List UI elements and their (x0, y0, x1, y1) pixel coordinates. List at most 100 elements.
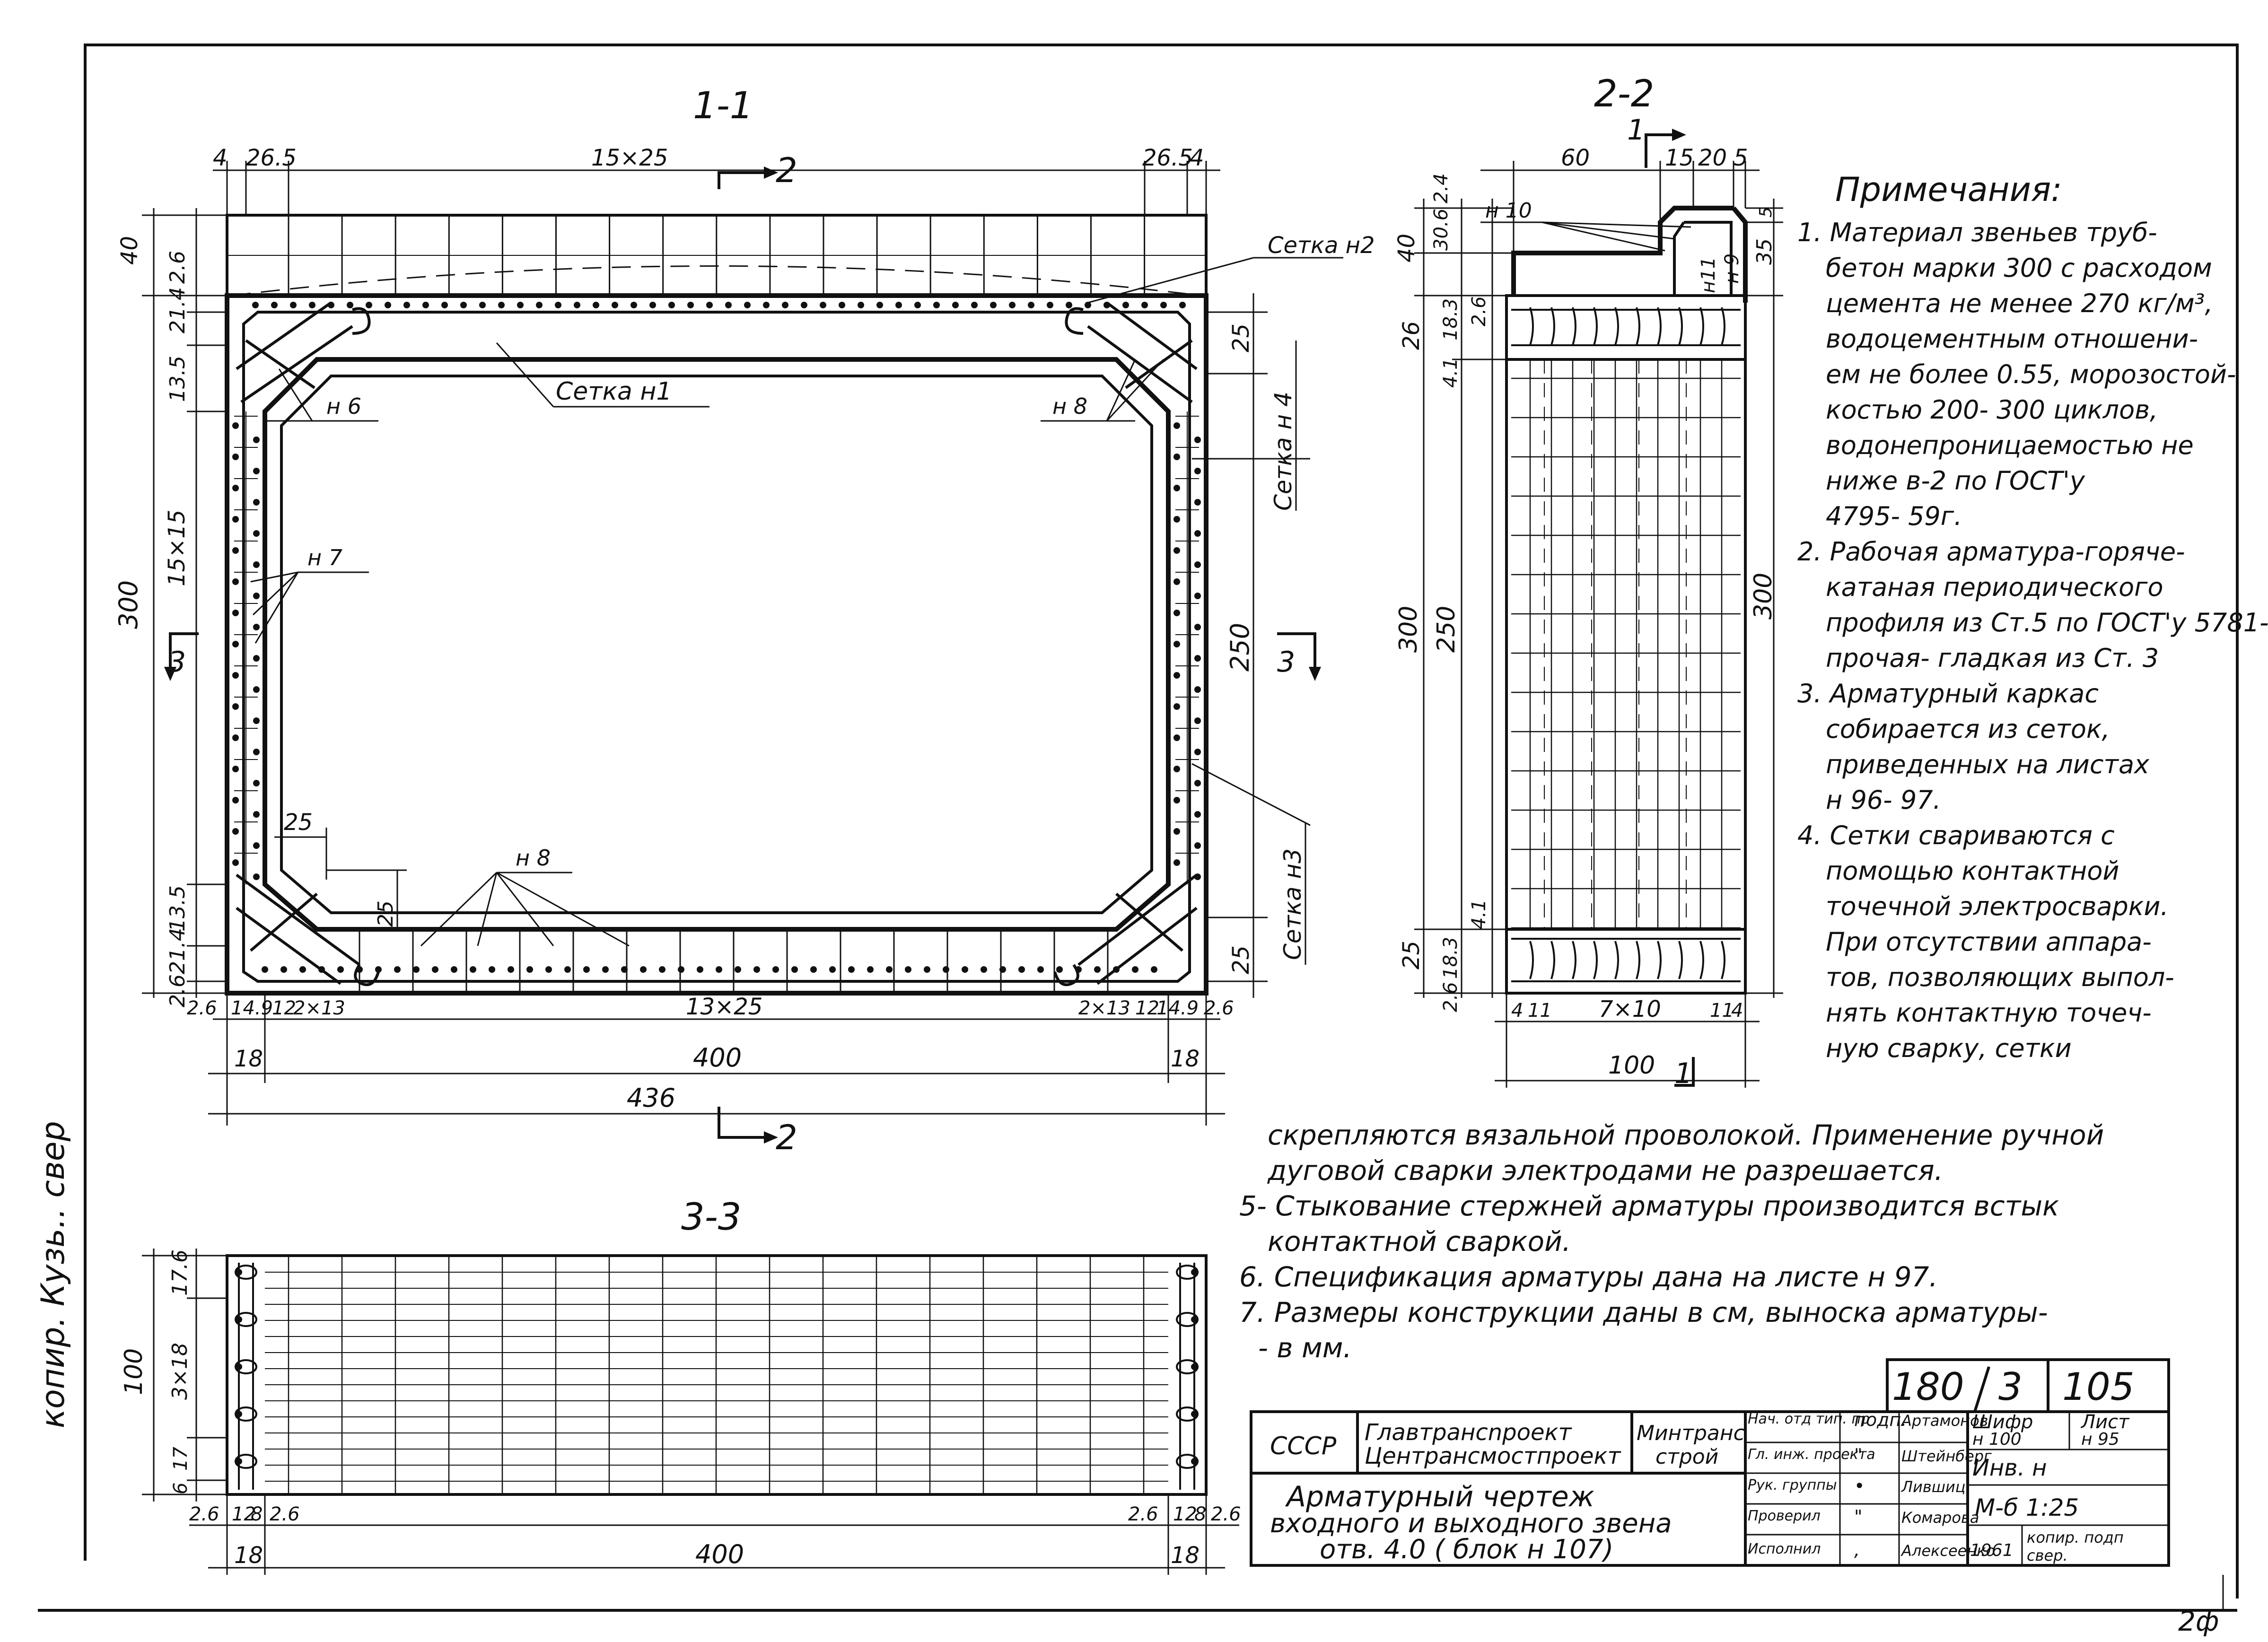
svg-text:копир. подп: копир. подп (2027, 1528, 2124, 1546)
svg-text:15×15: 15×15 (164, 510, 190, 586)
notes-heading: Примечания: (1835, 170, 2062, 209)
svg-text:300: 300 (114, 580, 143, 629)
svg-text:1: 1 (1674, 1057, 1692, 1090)
2-2-mesh (1511, 307, 1741, 982)
svg-text:300: 300 (1394, 606, 1423, 653)
stamp-name: Комарова (1901, 1509, 1979, 1527)
svg-text:18.3: 18.3 (1440, 937, 1462, 979)
svg-text:300: 300 (1749, 573, 1778, 620)
svg-text:2×13: 2×13 (1078, 997, 1130, 1019)
svg-text:М-б 1:25: М-б 1:25 (1975, 1494, 2079, 1521)
svg-text:Сетка н2: Сетка н2 (1268, 232, 1375, 259)
dims-bottom-1-1: 2.6 14.9 12 2×13 13×25 2×13 12 14.9 2.6 … (187, 993, 1234, 1126)
stamp-sign: подп. (1854, 1409, 1907, 1430)
section-3-3-title: 3-3 (681, 1196, 741, 1239)
note-line: катаная периодического (1826, 572, 2163, 602)
svg-text:отв. 4.0 ( блок н 107): отв. 4.0 ( блок н 107) (1320, 1534, 1613, 1565)
section-2-2-title: 2-2 (1594, 73, 1654, 115)
wall-meshes (232, 411, 1201, 884)
svg-text:15×25: 15×25 (591, 145, 668, 171)
haunch-dims: 25 25 (274, 809, 407, 929)
3-3-mesh (235, 1256, 1199, 1494)
stamp-name: Лившиц (1901, 1478, 1966, 1496)
stamp-name: Артамонов (1900, 1412, 1988, 1430)
svg-text:12: 12 (1173, 1503, 1197, 1525)
svg-text:25: 25 (1228, 945, 1254, 974)
svg-text:н 7: н 7 (307, 545, 342, 570)
stamp-sign: " (1854, 1506, 1862, 1527)
note-line: цемента не менее 270 кг/м³, (1826, 288, 2213, 318)
svg-text:Минтранс: Минтранс (1637, 1421, 1745, 1445)
svg-text:н 95: н 95 (2081, 1430, 2119, 1449)
svg-text:строй: строй (1655, 1445, 1718, 1469)
svg-text:13.5: 13.5 (166, 356, 190, 402)
svg-text:2.6: 2.6 (166, 974, 190, 1007)
svg-text:400: 400 (693, 1043, 742, 1073)
svg-text:13×25: 13×25 (686, 994, 762, 1020)
svg-text:1: 1 (1627, 114, 1645, 147)
svg-text:20: 20 (1698, 145, 1727, 171)
svg-text:11: 11 (1710, 1000, 1734, 1022)
top-slab-mesh (227, 215, 1206, 308)
svg-text:30.6: 30.6 (1430, 209, 1452, 251)
svg-text:8: 8 (1194, 1503, 1206, 1525)
svg-text:2.6: 2.6 (270, 1503, 300, 1525)
note-line: 4. Сетки свариваются с (1797, 821, 2115, 850)
stamp-role: Гл. инж. проекта (1748, 1446, 1875, 1463)
svg-text:Сетка н 4: Сетка н 4 (1270, 392, 1297, 511)
cut-2-bottom-marker (718, 1107, 764, 1139)
stamp-role: Исполнил (1748, 1541, 1821, 1557)
cut-2-top-marker (718, 171, 764, 189)
stamp-role: Проверил (1748, 1508, 1821, 1524)
svg-text:2.6: 2.6 (1468, 296, 1490, 326)
svg-text:26.5: 26.5 (1142, 145, 1193, 171)
svg-text:н 8: н 8 (516, 845, 551, 871)
notes-wide: скрепляются вязальной проволокой. Примен… (1239, 1119, 2104, 1364)
setka-2-arc (231, 265, 1202, 297)
svg-text:18: 18 (234, 1542, 263, 1569)
svg-text:14.9: 14.9 (1156, 997, 1199, 1019)
svg-text:3: 3 (168, 646, 186, 679)
stamp-role: Рук. группы (1748, 1477, 1837, 1494)
svg-text:свер.: свер. (2027, 1546, 2068, 1564)
notes-block: Примечания: 1. Материал звеньев труб-бет… (1239, 170, 2268, 1364)
svg-text:Главтрансnроект: Главтрансnроект (1365, 1419, 1573, 1446)
sheet-corner-mark: 2ф (2178, 1605, 2219, 1637)
svg-text:11: 11 (1528, 1000, 1552, 1022)
svg-text:100: 100 (1608, 1051, 1655, 1080)
svg-text:2.6: 2.6 (1440, 982, 1462, 1012)
svg-text:25: 25 (374, 900, 398, 927)
dims-top-1-1: 4 26.5 15×25 26.5 4 (213, 145, 1220, 215)
svg-text:35: 35 (1752, 238, 1777, 265)
note-line: - в мм. (1258, 1332, 1352, 1364)
note-line: контактной сваркой. (1268, 1225, 1571, 1258)
svg-text:3: 3 (1277, 646, 1295, 679)
svg-text:13.5: 13.5 (166, 885, 190, 932)
dims-right-1-1: 25 250 25 (1206, 293, 1268, 998)
cut-1-bottom-marker (1674, 1057, 1695, 1087)
note-line: При отсутствии аппара- (1826, 927, 2152, 957)
svg-text:н11: н11 (1698, 257, 1719, 293)
haunch-bars (236, 301, 1198, 987)
section-1-1-title: 1-1 (693, 85, 753, 127)
svg-text:17.6: 17.6 (168, 1249, 192, 1296)
dims-left-1-1: 40 2.6 21.4 13.5 15×15 300 13.5 21.4 2.6 (114, 208, 227, 1007)
svg-text:Центрансмостпроект: Центрансмостпроект (1365, 1443, 1621, 1469)
svg-text:4: 4 (1511, 1000, 1523, 1022)
note-line: водоцементным отношени- (1826, 324, 2198, 354)
svg-text:105: 105 (2062, 1365, 2135, 1409)
note-line: помощью контактной (1826, 856, 2119, 886)
note-line: ем не более 0.55, морозостой- (1826, 359, 2236, 389)
svg-text:250: 250 (1225, 623, 1255, 672)
note-line: 5- Стыкование стержней арматуры производ… (1239, 1190, 2059, 1222)
section-2-2: 2-2 1 н 10 н11 н 9 60 15 20 5 (1393, 73, 1783, 1090)
note-line: собирается из сеток, (1826, 714, 2110, 744)
note-line: точечной электросварки. (1826, 891, 2169, 921)
svg-text:8: 8 (251, 1503, 263, 1525)
svg-text:40: 40 (1393, 234, 1420, 262)
svg-text:100: 100 (120, 1348, 148, 1395)
svg-text:400: 400 (695, 1539, 744, 1569)
